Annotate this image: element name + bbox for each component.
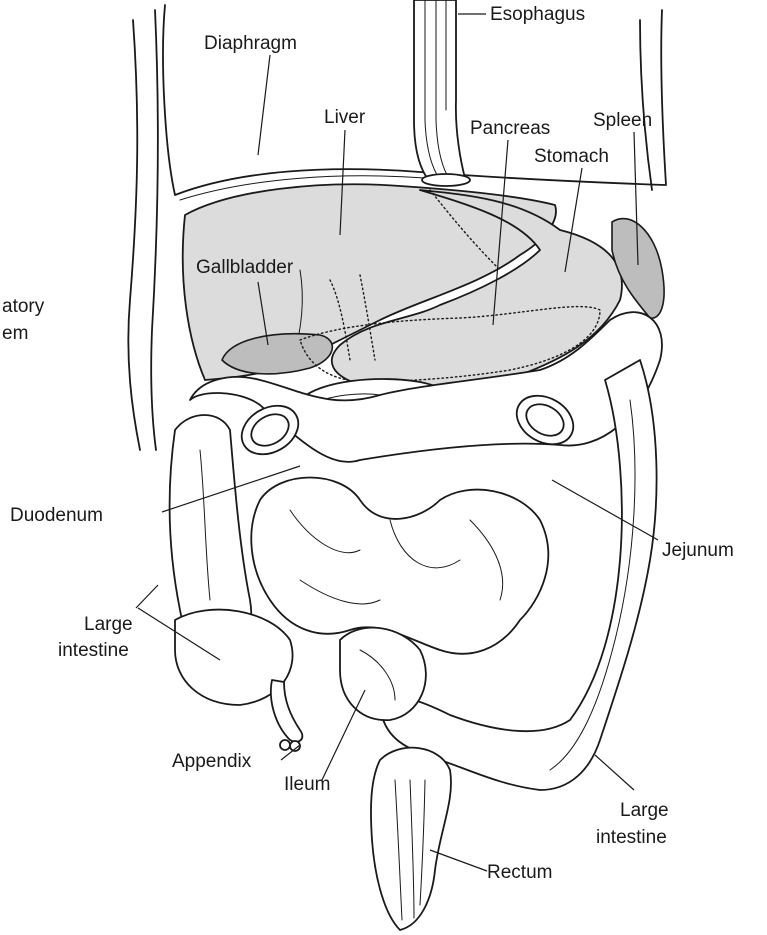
label-appendix: Appendix xyxy=(172,751,252,772)
label-large-intestine-left-1: Large xyxy=(84,614,133,635)
esophagus xyxy=(414,0,470,186)
label-circulatory-partial-1: atory xyxy=(2,296,45,317)
label-gallbladder: Gallbladder xyxy=(196,257,294,278)
spleen xyxy=(612,219,664,319)
label-large-intestine-right-2: intestine xyxy=(596,827,667,848)
label-esophagus: Esophagus xyxy=(490,4,585,25)
label-pancreas: Pancreas xyxy=(470,118,550,139)
appendix xyxy=(271,680,303,751)
label-rectum: Rectum xyxy=(487,862,552,883)
label-large-intestine-left-2: intestine xyxy=(58,640,129,661)
label-ileum: Ileum xyxy=(284,774,330,795)
label-duodenum: Duodenum xyxy=(10,505,103,526)
label-spleen: Spleen xyxy=(593,110,652,131)
label-jejunum: Jejunum xyxy=(662,540,734,561)
label-diaphragm: Diaphragm xyxy=(204,33,297,54)
small-intestine xyxy=(251,478,548,721)
label-large-intestine-right-1: Large xyxy=(620,800,669,821)
label-circulatory-partial-2: em xyxy=(2,323,28,344)
label-liver: Liver xyxy=(324,107,366,128)
label-stomach: Stomach xyxy=(534,146,609,167)
rectum xyxy=(371,748,451,930)
